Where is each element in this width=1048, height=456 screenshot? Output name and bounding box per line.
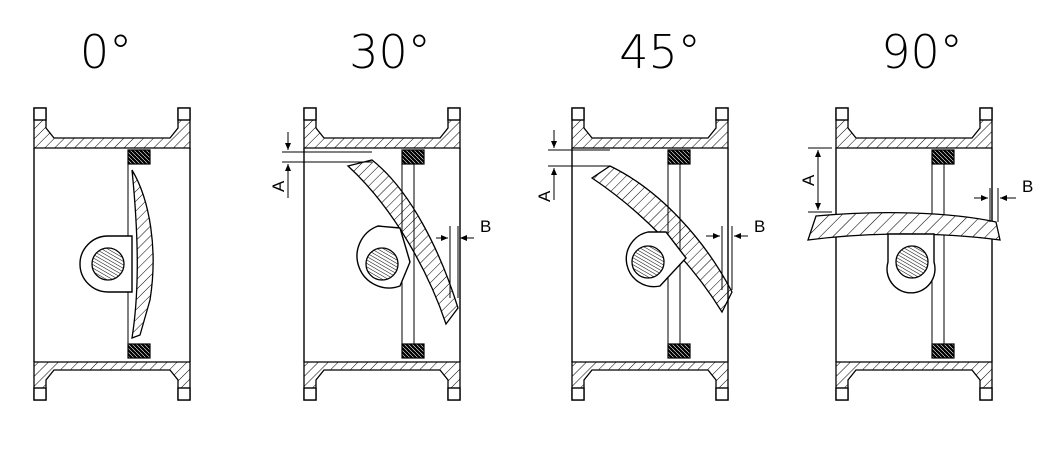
disc: [590, 165, 733, 314]
shaft: [631, 245, 665, 279]
disc: [131, 169, 154, 340]
panel-45-deg: A B: [535, 107, 765, 401]
shaft: [895, 245, 929, 279]
title-45-deg: 45°: [619, 25, 701, 79]
label-b: B: [480, 217, 491, 236]
label-b: B: [1022, 177, 1033, 196]
panel-30-deg: A B: [269, 107, 491, 401]
panel-90-deg: A B: [799, 107, 1033, 401]
label-a: A: [269, 180, 288, 192]
label-b: B: [754, 217, 765, 236]
panel-0-deg: [33, 107, 191, 401]
title-90-deg: 90°: [881, 25, 963, 79]
disc: [346, 159, 459, 326]
label-a: A: [535, 190, 554, 202]
shaft: [365, 247, 399, 281]
shaft: [91, 247, 125, 281]
title-0-deg: 0°: [80, 25, 132, 79]
disc: [807, 211, 1001, 241]
label-a: A: [799, 174, 818, 186]
title-30-deg: 30°: [349, 25, 431, 79]
